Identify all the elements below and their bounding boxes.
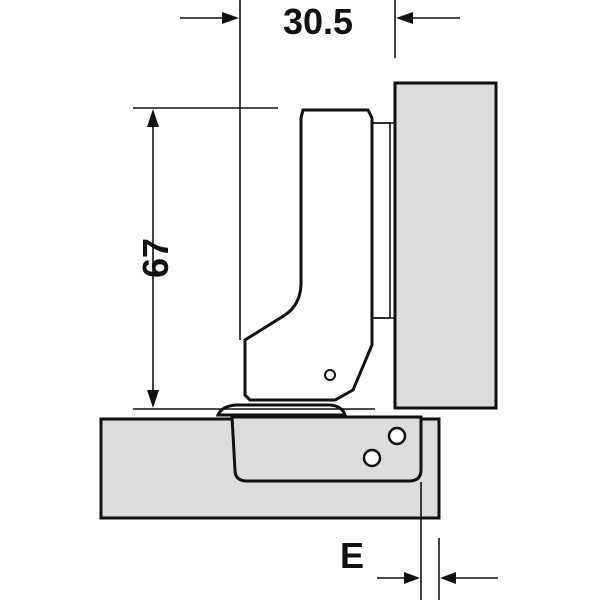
height-label: 67 — [135, 238, 176, 278]
cup-screw-hole-upper — [387, 426, 407, 446]
cabinet-side-panel — [393, 81, 498, 410]
offset-label: E — [340, 535, 364, 576]
cup-screw-hole-lower — [362, 448, 382, 468]
width-dimension: 30.5 — [180, 0, 460, 340]
hinge-screw-hole — [324, 369, 336, 381]
hinge-cup — [230, 415, 423, 483]
hinge-base-plate — [215, 403, 348, 417]
height-dimension: 67 — [133, 107, 375, 410]
width-label: 30.5 — [283, 1, 353, 42]
hinge-arm — [243, 108, 395, 402]
offset-dimension: E — [340, 482, 498, 600]
